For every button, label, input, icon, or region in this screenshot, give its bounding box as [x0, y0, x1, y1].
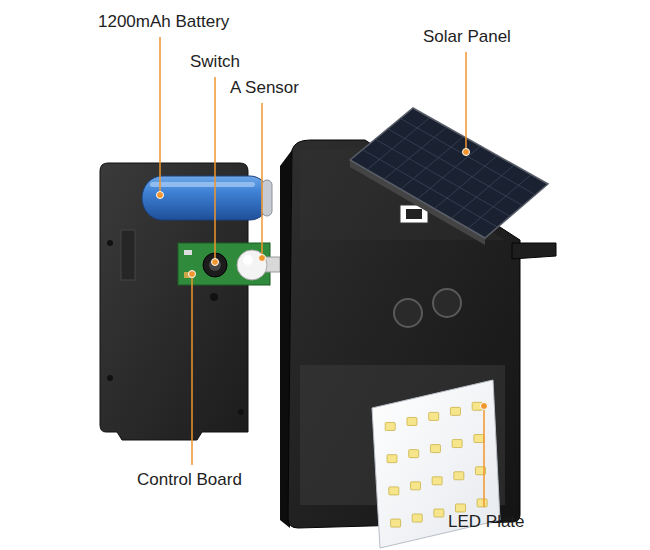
plate-hole — [210, 293, 218, 301]
leader-line — [159, 37, 161, 195]
panel-grid-line — [468, 175, 531, 229]
leader-dot — [212, 259, 219, 266]
led-chip — [412, 514, 422, 522]
panel-grid-line — [384, 127, 447, 180]
sensor-highlight — [243, 255, 253, 265]
led-chip — [385, 422, 395, 430]
led-chip — [434, 509, 444, 517]
led-chip — [387, 455, 397, 463]
leader-dot — [481, 403, 488, 410]
switch-knob-core — [209, 259, 221, 271]
part-label: A Sensor — [230, 78, 299, 98]
led-chip — [456, 504, 466, 512]
housing-hole — [394, 299, 422, 327]
part-label: Switch — [190, 52, 240, 72]
leader-line — [483, 406, 485, 507]
panel-grid-line — [418, 146, 481, 199]
panel-grid-line — [375, 139, 510, 216]
part-label: Solar Panel — [423, 27, 511, 47]
led-chip — [450, 407, 460, 415]
leader-lines — [157, 37, 488, 507]
leader-line — [465, 52, 467, 152]
led-chip — [432, 477, 442, 485]
led-chip — [429, 412, 439, 420]
housing-hole — [433, 289, 461, 317]
led-chip — [452, 440, 462, 448]
part-label: Control Board — [137, 470, 242, 490]
panel-grid-line — [451, 165, 514, 219]
housing-window-inner — [406, 209, 422, 219]
led-chip — [430, 445, 440, 453]
panel-grid-line — [367, 118, 430, 170]
sensor-dome — [237, 250, 267, 280]
leader-dot — [463, 149, 470, 156]
leader-line — [261, 103, 263, 258]
leader-line — [214, 77, 216, 262]
plate-hole — [107, 240, 113, 246]
leader-dot — [259, 255, 266, 262]
plate-slot — [121, 230, 135, 280]
board-component — [184, 250, 192, 255]
housing-tab — [512, 243, 556, 259]
battery-highlight — [150, 182, 255, 187]
led-chip — [391, 519, 401, 527]
leader-line — [191, 274, 193, 465]
led-chip — [409, 450, 419, 458]
battery-cap — [262, 180, 272, 216]
panel-grid-line — [363, 150, 498, 228]
solar-panel — [350, 108, 548, 245]
plate-hole — [238, 409, 244, 415]
led-chip — [407, 417, 417, 425]
panel-grid-line — [434, 156, 497, 209]
leader-dot — [189, 271, 196, 278]
led-chip — [454, 472, 464, 480]
panel-surface — [350, 108, 548, 238]
panel-grid-line — [401, 137, 464, 190]
panel-grid-line — [388, 129, 523, 206]
leader-dot — [157, 192, 164, 199]
led-chip — [474, 435, 484, 443]
battery-body — [142, 176, 270, 220]
plate-hole — [107, 375, 113, 381]
part-label: 1200mAh Battery — [98, 12, 229, 32]
led-chip — [389, 487, 399, 495]
battery — [142, 176, 272, 220]
led-chip — [477, 499, 487, 507]
control-board — [178, 243, 280, 285]
led-chip — [410, 482, 420, 490]
part-label: LED Plate — [448, 512, 525, 532]
